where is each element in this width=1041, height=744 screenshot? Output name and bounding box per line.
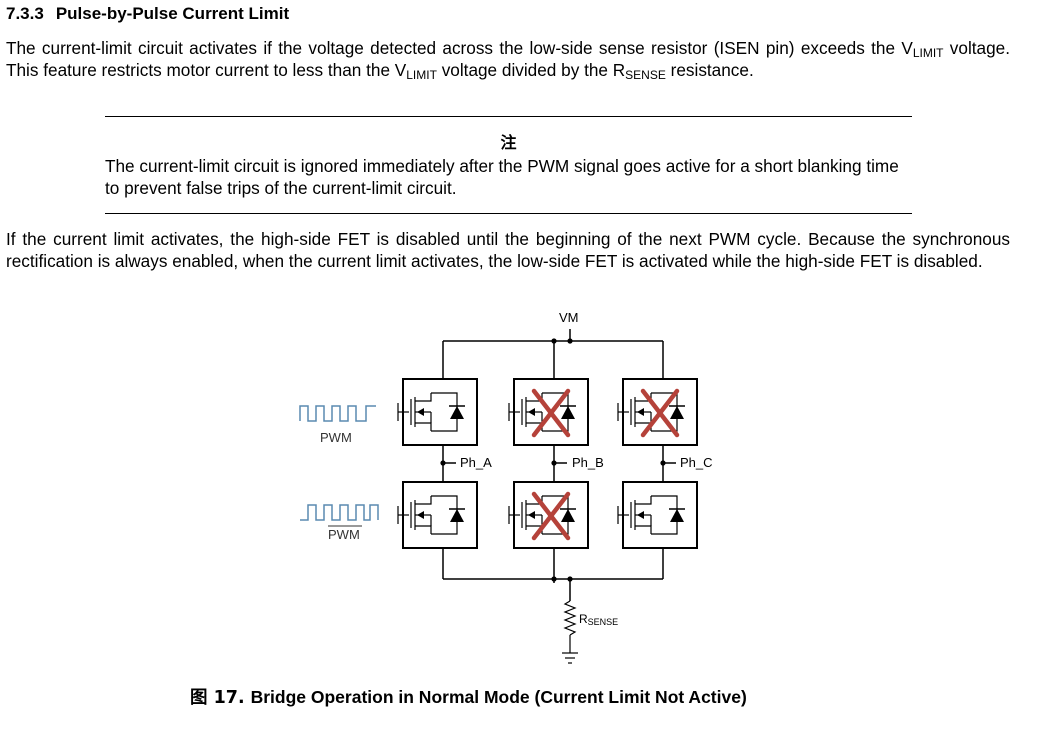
section-heading: 7.3.3 Pulse-by-Pulse Current Limit — [6, 4, 289, 24]
vm-label: VM — [559, 310, 579, 325]
cross-mark-low-b — [531, 491, 571, 541]
rsense-subscript: SENSE — [625, 68, 666, 82]
paragraph-fet-behavior: If the current limit activates, the high… — [6, 229, 1010, 271]
cross-mark-high-b — [531, 388, 571, 438]
pwm-label: PWM — [320, 430, 352, 445]
rsense-resistor — [563, 600, 577, 636]
figure-caption: 图 17.Bridge Operation in Normal Mode (Cu… — [190, 684, 747, 709]
para1-text-3: voltage divided by the R — [436, 60, 626, 80]
figure-number: 图 17. — [190, 688, 245, 708]
note-box: 注 The current-limit circuit is ignored i… — [105, 116, 912, 214]
note-text: The current-limit circuit is ignored imm… — [105, 156, 899, 198]
pwm-waveform — [299, 405, 376, 422]
cross-mark-high-c — [640, 388, 680, 438]
ph-a-label: Ph_A — [460, 455, 492, 470]
pwm-inverted-waveform — [300, 504, 379, 521]
bridge-figure: VM Ph_A Ph_B Ph_C PWM PWM RSENSE — [290, 305, 750, 682]
section-title: Pulse-by-Pulse Current Limit — [55, 4, 290, 23]
ground-icon — [562, 652, 578, 664]
fet-low-c — [617, 481, 698, 549]
ph-a-node — [440, 460, 446, 466]
para1-text-1: The current-limit circuit activates if t… — [6, 38, 913, 58]
fet-high-a — [397, 378, 478, 446]
note-label: 注 — [500, 133, 517, 152]
vlimit-subscript-2: LIMIT — [406, 68, 437, 82]
vlimit-subscript-1: LIMIT — [912, 46, 944, 60]
ph-b-label: Ph_B — [572, 455, 604, 470]
rsense-label: RSENSE — [579, 612, 618, 627]
bridge-diagram: VM Ph_A Ph_B Ph_C PWM PWM RSENSE — [299, 310, 713, 664]
para1-text-2: voltage. This feature restricts motor cu… — [6, 38, 1010, 80]
pwm-bar-label: PWM — [328, 527, 360, 542]
disabled-cross-marks — [531, 388, 680, 541]
para1-text-4: resistance. — [665, 60, 754, 80]
ph-c-label: Ph_C — [680, 455, 713, 470]
vm-node-right — [567, 338, 573, 344]
section-number: 7.3.3 — [6, 4, 44, 23]
paragraph-current-limit: The current-limit circuit activates if t… — [6, 37, 1010, 81]
figure-caption-text: Bridge Operation in Normal Mode (Current… — [250, 687, 747, 707]
fet-low-a — [397, 481, 478, 549]
